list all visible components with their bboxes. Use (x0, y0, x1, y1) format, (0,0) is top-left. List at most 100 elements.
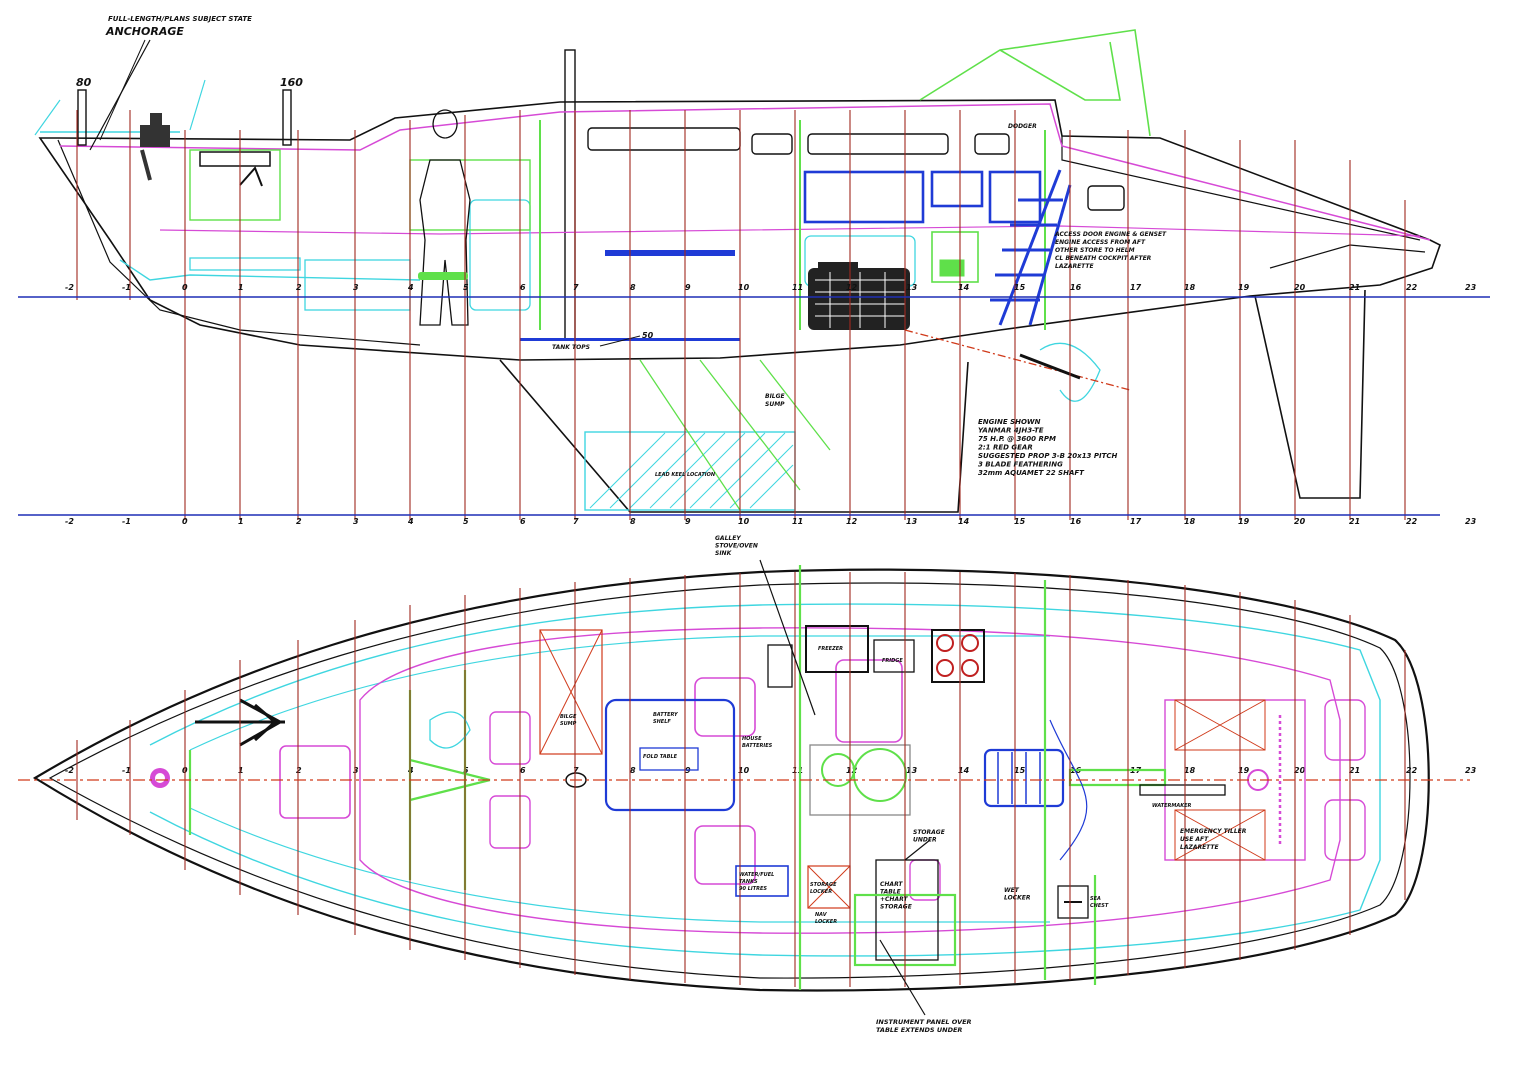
station-tick-2-3: 1 (238, 766, 244, 775)
station-tick-1-1: -1 (122, 517, 131, 526)
station-tick-0-14: 12 (846, 283, 858, 292)
station-tick-0-24: 22 (1406, 283, 1418, 292)
station-tick-2-1: -1 (122, 766, 131, 775)
station-tick-0-6: 4 (407, 283, 414, 292)
station-tick-0-23: 21 (1349, 283, 1360, 292)
watermaker-label-text: WATERMAKER (1152, 803, 1192, 809)
profile-dodger (919, 29, 1151, 137)
station-tick-0-9: 7 (573, 283, 579, 292)
station-tick-0-11: 9 (685, 283, 691, 292)
table-label-text: FOLD TABLE (643, 754, 678, 760)
station-tick-2-9: 7 (573, 766, 579, 775)
table-label: FOLD TABLE (643, 754, 678, 760)
station-tick-0-8: 6 (520, 283, 526, 292)
station-tick-1-15: 13 (906, 517, 918, 526)
station-tick-2-8: 6 (520, 766, 526, 775)
tank-tops-label: TANK TOPS (552, 344, 590, 351)
stove-burners-icon (931, 629, 985, 683)
plan-view (32, 565, 1430, 992)
station-tick-1-14: 12 (846, 517, 858, 526)
rig-mark-forward: 80 (76, 76, 92, 89)
station-tick-0-1: -1 (122, 283, 131, 292)
profile-view: 80 160 (34, 29, 1441, 513)
station-tick-1-7: 5 (463, 517, 469, 526)
station-tick-2-15: 13 (906, 766, 918, 775)
station-tick-0-16: 14 (958, 283, 970, 292)
station-tick-0-10: 8 (630, 283, 636, 292)
station-tick-0-0: -2 (65, 283, 74, 292)
station-tick-1-20: 18 (1184, 517, 1196, 526)
station-tick-0-13: 11 (792, 283, 803, 292)
station-tick-0-12: 10 (738, 283, 750, 292)
keel-label: LEAD KEEL LOCATION (655, 472, 716, 478)
station-tick-1-25: 23 (1465, 517, 1477, 526)
profile-hull (38, 99, 1441, 361)
station-tick-1-22: 20 (1294, 517, 1306, 526)
station-tick-1-17: 15 (1014, 517, 1026, 526)
station-tick-1-6: 4 (407, 517, 414, 526)
station-tick-2-23: 21 (1349, 766, 1360, 775)
station-tick-0-5: 3 (353, 283, 359, 292)
engine-block (808, 262, 910, 330)
station-tick-2-25: 23 (1465, 766, 1477, 775)
station-tick-1-16: 14 (958, 517, 970, 526)
station-tick-0-15: 13 (906, 283, 918, 292)
station-tick-1-8: 6 (520, 517, 526, 526)
freezer-label-text: FREEZER (818, 646, 843, 652)
freezer-label: FREEZER (818, 646, 843, 652)
station-tick-0-2: 0 (182, 283, 188, 292)
station-tick-1-5: 3 (353, 517, 359, 526)
title-small-label: FULL-LENGTH/PLANS SUBJECT STATE (108, 15, 252, 23)
station-tick-0-7: 5 (463, 283, 469, 292)
station-tick-1-0: -2 (65, 517, 74, 526)
station-tick-0-21: 19 (1238, 283, 1250, 292)
station-tick-0-17: 15 (1014, 283, 1026, 292)
station-tick-2-16: 14 (958, 766, 970, 775)
tank-tops-value: 50 (642, 331, 654, 340)
station-tick-2-12: 10 (738, 766, 750, 775)
station-tick-2-17: 15 (1014, 766, 1026, 775)
windlass-icon (140, 113, 170, 181)
station-tick-1-21: 19 (1238, 517, 1250, 526)
station-tick-0-22: 20 (1294, 283, 1306, 292)
station-tick-1-23: 21 (1349, 517, 1360, 526)
station-tick-0-3: 1 (238, 283, 244, 292)
watermaker-label: WATERMAKER (1152, 803, 1192, 809)
station-tick-0-19: 17 (1130, 283, 1142, 292)
station-tick-0-18: 16 (1070, 283, 1082, 292)
station-tick-2-4: 2 (296, 766, 302, 775)
profile-keel (499, 359, 969, 513)
station-tick-2-5: 3 (353, 766, 359, 775)
station-tick-2-21: 19 (1238, 766, 1250, 775)
anchorage-label: ANCHORAGE (105, 25, 184, 38)
station-tick-2-22: 20 (1294, 766, 1306, 775)
rig-mark-aft: 160 (280, 76, 303, 89)
person-figure-icon (419, 109, 471, 326)
station-tick-1-3: 1 (238, 517, 244, 526)
fridge-label: FRIDGE (882, 658, 903, 664)
station-tick-2-10: 8 (630, 766, 636, 775)
